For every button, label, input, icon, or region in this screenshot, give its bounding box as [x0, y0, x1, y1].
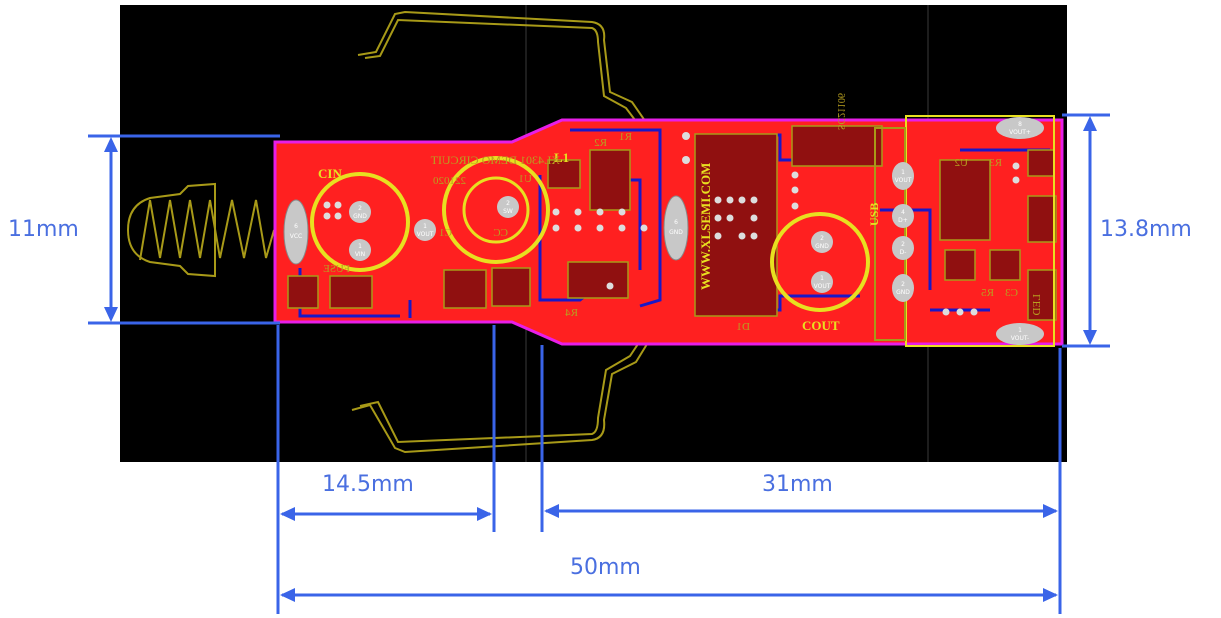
label-r4: R4 [565, 307, 578, 319]
svg-text:VIN: VIN [355, 251, 365, 258]
svg-text:1: 1 [820, 275, 824, 282]
label-usb: USB [867, 203, 881, 226]
svg-text:6: 6 [294, 223, 298, 230]
dimension-label-right-section: 31mm [762, 472, 833, 497]
label-led: LED [1031, 294, 1043, 315]
label-website: WWW.XLSEMI.COM [698, 163, 713, 290]
svg-text:GND: GND [815, 243, 829, 250]
svg-text:1: 1 [358, 243, 362, 250]
pad-gnd-mid: 6 GND [663, 195, 689, 261]
svg-text:2: 2 [506, 200, 510, 207]
svg-text:2: 2 [358, 205, 362, 212]
svg-text:GND: GND [669, 229, 683, 236]
l1-inner-outline [462, 176, 530, 244]
svg-text:6: 6 [674, 219, 678, 226]
cout-outline [770, 212, 870, 312]
label-u2: U2 [955, 157, 968, 169]
dimension-label-height-left: 11mm [8, 217, 79, 242]
label-r2: R2 [594, 137, 607, 149]
label-u1: U1 [519, 173, 532, 185]
footprints [287, 125, 1057, 321]
svg-text:2: 2 [901, 281, 905, 288]
pad-usb-gnd: 2 GND [892, 274, 914, 302]
dimension-label-left-section: 14.5mm [322, 472, 414, 497]
pad-usb-vout: 1 VOUT [892, 162, 914, 190]
pad-cout-vout: 1 VOUT [811, 271, 833, 293]
label-r1: R1 [619, 131, 632, 143]
label-d1: D1 [737, 321, 750, 333]
pad-l1-sw: 2 SW [497, 196, 519, 218]
label-cc: CC [493, 227, 508, 239]
svg-text:2: 2 [901, 241, 905, 248]
svg-text:4: 4 [901, 209, 905, 216]
label-demo-circuit: XL4301 DEMO CIRCUIT [430, 153, 560, 167]
pad-usb-dp: 4 D+ [892, 204, 914, 228]
pad-cin-vin: 1 VIN [349, 239, 371, 261]
svg-text:1: 1 [423, 223, 427, 230]
dimension-label-total-length: 50mm [570, 555, 641, 580]
svg-text:2: 2 [820, 235, 824, 242]
svg-text:VOUT+: VOUT+ [1009, 129, 1031, 136]
dimension-lines [88, 113, 1110, 614]
svg-text:GND: GND [896, 289, 910, 296]
pad-vcc: 6 VCC [283, 199, 309, 265]
svg-text:VOUT: VOUT [814, 283, 831, 290]
svg-text:1: 1 [901, 169, 905, 176]
pad-cout-gnd: 2 GND [811, 231, 833, 253]
label-sc: SC21106 [835, 93, 846, 130]
spring-coil-outline [126, 182, 275, 278]
dimension-label-height-right: 13.8mm [1100, 217, 1192, 242]
svg-text:1: 1 [1018, 327, 1022, 334]
svg-text:VCC: VCC [290, 233, 302, 240]
dimension-arrowheads [104, 116, 1097, 602]
svg-text:GND: GND [353, 213, 367, 220]
pad-u1-vout: 1 VOUT [414, 219, 436, 241]
label-c3: C3 [1005, 287, 1018, 299]
svg-text:VOUT: VOUT [895, 177, 912, 184]
cin-outline [310, 172, 410, 272]
svg-text:D-: D- [900, 249, 907, 256]
pad-vout-minus: 1 VOUT- [996, 323, 1044, 345]
label-date-code: 221020 [433, 175, 467, 187]
svg-text:D+: D+ [898, 217, 908, 224]
pad-vout-plus: 8 VOUT+ [996, 117, 1044, 139]
label-r5: R5 [981, 287, 994, 299]
label-c1: C1 [439, 227, 452, 239]
label-cout: COUT [802, 318, 840, 333]
label-fuse: FUSE [323, 263, 350, 275]
svg-text:SW: SW [503, 208, 513, 215]
svg-text:VOUT-: VOUT- [1011, 335, 1029, 342]
pad-cin-gnd: 2 GND [349, 201, 371, 223]
label-l1: L1 [554, 150, 569, 165]
svg-text:8: 8 [1018, 121, 1022, 128]
l1-outer-outline [442, 156, 550, 264]
pad-usb-dm: 2 D- [892, 236, 914, 260]
svg-text:VOUT: VOUT [417, 231, 434, 238]
label-r3: R3 [989, 157, 1002, 169]
top-clip-outline [357, 10, 661, 155]
bottom-clip-outline [351, 309, 661, 454]
usb-body-outline [874, 127, 906, 341]
label-cin: CIN [318, 166, 342, 181]
vias [323, 132, 1020, 316]
